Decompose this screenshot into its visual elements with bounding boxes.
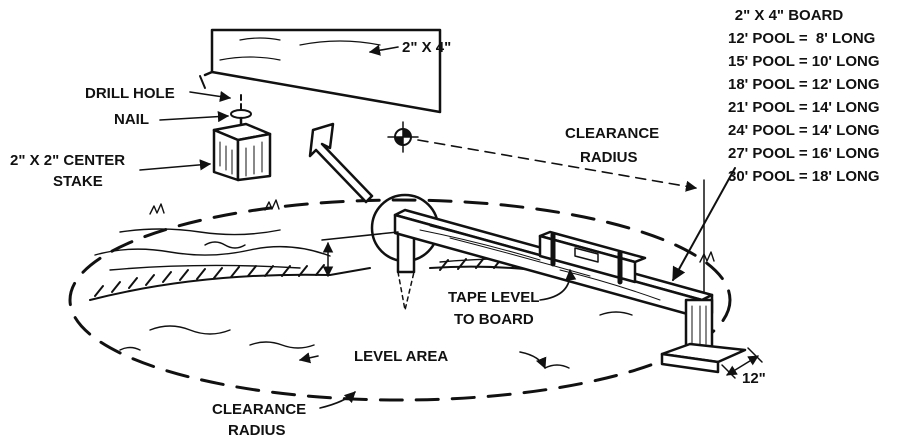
detail-callout-arrow [308, 122, 374, 204]
height-dimension [321, 231, 399, 278]
pool-table-title: 2" X 4" BOARD [735, 7, 844, 24]
tape-level-leader [539, 268, 577, 301]
end-support [660, 298, 747, 374]
clearance-top-label: CLEARANCE [565, 125, 659, 142]
pool-table-row: 24' POOL = 14' LONG [728, 122, 880, 139]
top-board-label: 2" X 4" [402, 39, 451, 56]
pool-table: 12' POOL = 8' LONG 15' POOL = 10' LONG 1… [728, 30, 880, 185]
left-leaders [139, 44, 399, 171]
foot-dimension [721, 347, 763, 379]
center-stake-label-2: STAKE [53, 173, 103, 190]
pool-table-row: 27' POOL = 16' LONG [728, 145, 880, 162]
clearance-top-label-2: RADIUS [580, 149, 638, 166]
level-area-label: LEVEL AREA [354, 348, 448, 365]
foot-dimension-label: 12" [742, 370, 766, 387]
clearance-bottom-label: CLEARANCE [212, 401, 306, 418]
bottom-clearance-leader [319, 391, 356, 409]
ground-texture [94, 199, 715, 369]
pool-table-row: 18' POOL = 12' LONG [728, 76, 880, 93]
center-stake-label: 2" X 2" CENTER [10, 152, 125, 169]
tape-level-label-2: TO BOARD [454, 311, 534, 328]
center-stake [212, 122, 272, 182]
clearance-radius-dimension [417, 139, 705, 293]
pool-table-row: 12' POOL = 8' LONG [728, 30, 875, 47]
board-leader [672, 167, 736, 282]
drill-hole-label: DRILL HOLE [85, 85, 175, 102]
pool-table-row: 30' POOL = 18' LONG [728, 168, 880, 185]
tape-level-label: TAPE LEVEL [448, 289, 539, 306]
pool-table-row: 15' POOL = 10' LONG [728, 53, 880, 70]
pool-table-row: 21' POOL = 14' LONG [728, 99, 880, 116]
carpenter-level [538, 230, 647, 285]
nail-label: NAIL [114, 111, 149, 128]
center-target [387, 121, 419, 153]
clearance-radius-circle [68, 198, 732, 402]
top-board [199, 28, 442, 114]
clearance-bottom-label-2: RADIUS [228, 422, 286, 439]
level-area-leaders [298, 351, 547, 370]
